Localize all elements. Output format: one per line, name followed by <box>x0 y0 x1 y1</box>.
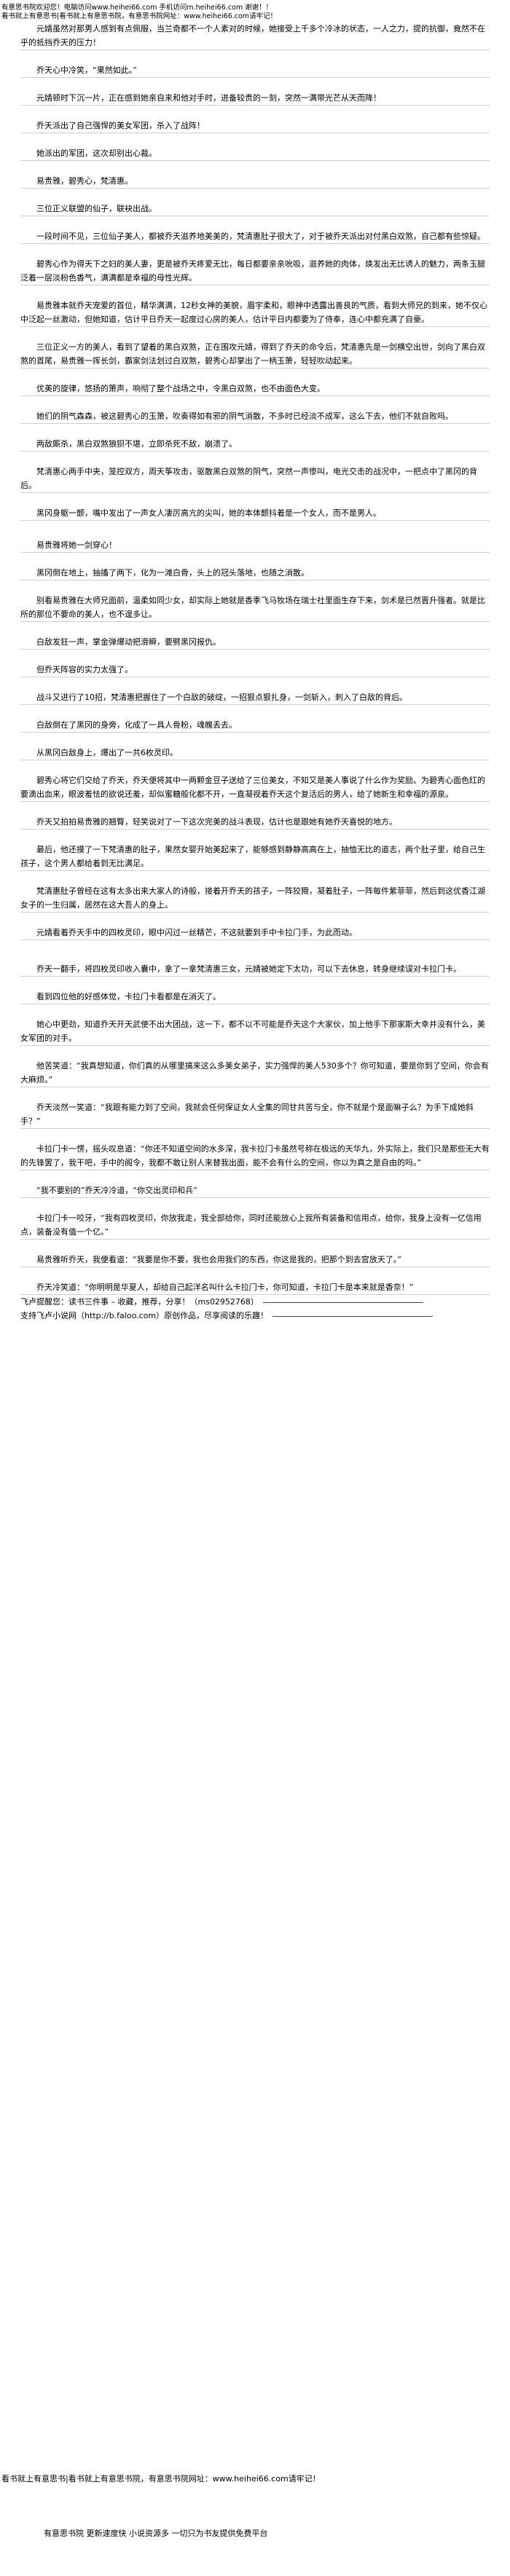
paragraph: 从黑冈白敌身上，爆出了一共6枚灵印。 <box>20 746 490 760</box>
paragraph: 乔天一翻手，将四枚灵印收入囊中，拿了一拿梵清惠三女，元婧被她定下太功，可以下去休… <box>20 962 490 977</box>
paragraph: 最后，他还摸了一下梵清惠的肚子，果然女婴开始美起来了，能够感到静静高高在上，抽恤… <box>20 843 490 871</box>
paragraph: 梵清惠肚子曾经在这有太多出来大家人的诗般，接着开乔天的孩子，一阵狡猾，凝着肚子，… <box>20 884 490 913</box>
footer-divider <box>272 1315 434 1317</box>
paragraph: 易贵雅本就乔天宠爱的首位，精华满满，12秒女神的美貌，眉宇柔和，眼神中透露出善良… <box>20 299 490 327</box>
footer-site-notice: 看书就上有意思书|看书就上有意思书院，有意思书院网址：www.heihei66.… <box>1 2474 321 2484</box>
paragraph: 卡拉门卡一咬牙，“我有四枚灵印，你放我走，我全部给你，同时还能放心上我所有装备和… <box>20 1211 490 1240</box>
paragraph: 易贵雅，碧秀心，梵清惠。 <box>20 174 490 189</box>
paragraph: 元婧看着乔天手中的四枚灵印，眼中闪过一丝精芒，不这就要到手中卡拉门手，为此而动。 <box>20 926 490 940</box>
paragraph: 碧秀心将它们交给了乔天，乔天便将其中一两颗金豆子送给了三位美女，不知又是美人事说… <box>20 773 490 802</box>
footer-reminder-text: 飞卢提醒您：读书三件事 – 收藏，推荐，分享！（ms02952768） <box>20 1297 259 1307</box>
paragraph: 他苦笑道：“我真想知道，你们真的从哪里搞来这么多美女弟子，实力强悍的美人530多… <box>20 1059 490 1087</box>
paragraph: 但乔天阵容的实力太强了。 <box>20 663 490 677</box>
paragraph: 乔天又拍拍易贵雅的翘臀，轻笑说对了一下这次完美的战斗表现，估计也是跟她有她乔天喜… <box>20 815 490 830</box>
header-welcome: 有意思书院欢迎您！电脑访问www.heihei66.com 手机访问m.heih… <box>1 4 273 12</box>
paragraph: 她心中更劲，知道乔天开天武使不出大团战，这一下，都不以不可能是乔天这个大家伙，加… <box>20 1017 490 1046</box>
footer-reminder: 飞卢提醒您：读书三件事 – 收藏，推荐，分享！（ms02952768） <box>20 1295 490 1309</box>
paragraph: 看到四位他的好感体觉，卡拉门卡看都是在消灭了。 <box>20 990 490 1004</box>
paragraph: 三位正义一方的美人，看到了望着的黑白双煞，正在围攻元婧，得到了乔天的命令后，梵清… <box>20 340 490 369</box>
paragraph: 元婧顿时下沉一片，正在感到她亲自来和他对手时，进备较贵的一刻，突然一满带光芒从天… <box>20 91 490 106</box>
footer-divider <box>262 1301 423 1303</box>
paragraph: 元婧虽然对那男人感到有点佩服，当兰奇都不一个人素对的时候，她接受上千多个冷冰的状… <box>20 22 490 50</box>
paragraph: 白敌倒在了黑冈的身旁，化成了一具人骨粉，魂魄丢去。 <box>20 718 490 733</box>
footer-slogan: 有意思书院 更新速度快 小说资源多 一切只为书友提供免费平台 <box>44 2529 268 2538</box>
paragraph: 梵清惠心两手中夹，笼控双方，周天筝攻击，驱散黑白双煞的阴气，突然一声惨叫，电光交… <box>20 465 490 493</box>
paragraph: 战斗又进行了10招，梵清惠把握住了一个白敌的破绽，一招狠点狠扎身，一剑斩入，刺入… <box>20 690 490 705</box>
paragraph: 乔天心中冷笑，“果然如此。” <box>20 63 490 78</box>
paragraph: 白敌发狂一声，掌金弹爆动把滑瞬，要劈黑冈报仇。 <box>20 635 490 650</box>
paragraph: 别看易贵雅在大师兄面前，温柔如同少女，却实际上她就是香季飞马牧场在瑞士社里面生存… <box>20 594 490 622</box>
chapter-body: 元婧虽然对那男人感到有点佩服，当兰奇都不一个人素对的时候，她接受上千多个冷冰的状… <box>20 22 490 1323</box>
paragraph: 碧秀心作为得天下之妇的美人妻，更是被乔天疼爱无比，每日都要亲亲吮吸，滋养她的肉体… <box>20 257 490 285</box>
paragraph: 乔天派出了自己强悍的美女军团，杀入了战阵！ <box>20 119 490 133</box>
paragraph: 三位正义联盟的仙子，联袂出战。 <box>20 202 490 216</box>
footer-support: 支持飞卢小说网（http://b.faloo.com）原创作品，尽享阅读的乐趣！ <box>20 1309 490 1323</box>
footer-support-text[interactable]: 支持飞卢小说网（http://b.faloo.com）原创作品，尽享阅读的乐趣！ <box>20 1311 269 1320</box>
paragraph: 乔天冷笑道：“你明明是华夏人，却给自己起洋名叫什么卡拉门卡，你可知道，卡拉门卡是… <box>20 1280 490 1295</box>
paragraph: 易贵雅听乔天，我便看道：“我要是你不要，我也会用我们的东西，你这是我的，把那个到… <box>20 1253 490 1267</box>
paragraph: 她们的阴气森森，被这碧秀心的玉箫，吹奏得如有邪的阴气消散，不多时已经淡不成军，这… <box>20 409 490 424</box>
paragraph: 优美的旋律，悠扬的箫声，响彻了整个战场之中，令黑白双煞，也不由面色大变。 <box>20 382 490 396</box>
paragraph: 她派出的军团，这次却别出心裁。 <box>20 146 490 161</box>
paragraph: 一段时间不见，三位仙子美人，都被乔天滋养地美美的，梵清惠肚子很大了，对于被乔天派… <box>20 229 490 244</box>
paragraph: “我不要别的”乔天冷冷道，“你交出灵印和兵” <box>20 1183 490 1198</box>
paragraph: 两敌厮杀，黑白双煞狼狈不堪，立即杀死不敌，崩溃了。 <box>20 437 490 452</box>
paragraph: 黑冈身躯一颤，嘴中发出了一声女人凄厉高亢的尖叫，她的本体颤抖着是一个女人，而不是… <box>20 506 490 521</box>
paragraph: 易贵雅将她一剑穿心！ <box>20 538 490 553</box>
paragraph: 乔天淡然一笑道：“我跟有能力到了空间，我就会任何保证女人全集的同甘共苦与全，你不… <box>20 1100 490 1129</box>
header-site-notice: 看书就上有意思书|看书就上有意思书院，有意思书院网址：www.heihei66.… <box>1 12 278 20</box>
paragraph: 卡拉门卡一愣，摇头叹息道：“你还不知道空间的水多深，我卡拉门卡虽然号称在极远的天… <box>20 1142 490 1170</box>
paragraph: 黑冈倒在地上，抽搐了两下，化为一滩白骨，头上的冠头落地，也随之消散。 <box>20 566 490 580</box>
